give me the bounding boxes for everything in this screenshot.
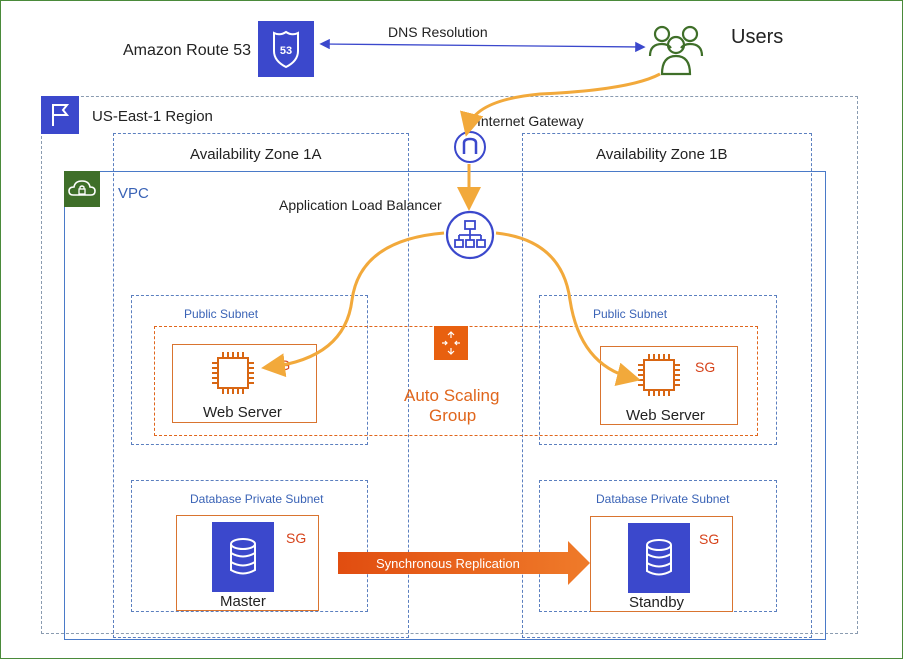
database-subnet-a-label: Database Private Subnet (190, 492, 324, 506)
route53-label: Amazon Route 53 (123, 42, 252, 59)
availability-zone-b-label: Availability Zone 1B (596, 146, 728, 163)
users-label: Users (731, 26, 784, 48)
load-balancer-icon (444, 209, 496, 261)
database-icon (628, 523, 690, 593)
public-subnet-b (539, 295, 777, 445)
replication-label: Synchronous Replication (376, 556, 520, 571)
route53-badge: 53 (280, 45, 292, 57)
web-server-a-label: Web Server (203, 404, 282, 421)
public-subnet-a (131, 295, 368, 445)
region-box (41, 96, 858, 634)
standby-db-box (590, 516, 733, 612)
database-icon (212, 522, 274, 592)
region-label: US-East-1 Region (92, 108, 213, 125)
availability-zone-a (113, 133, 409, 638)
vpc-cloud-icon (64, 171, 100, 207)
auto-scaling-label-line1: Auto Scaling (404, 386, 500, 405)
public-subnet-b-label: Public Subnet (593, 307, 668, 321)
database-subnet-b-label: Database Private Subnet (596, 492, 730, 506)
standby-db-label: Standby (629, 594, 685, 611)
web-server-b-box (600, 346, 738, 425)
alb-label: Application Load Balancer (279, 197, 442, 213)
availability-zone-a-label: Availability Zone 1A (190, 146, 322, 163)
region-flag-icon (41, 96, 79, 134)
auto-scaling-label-line2: Group (429, 406, 477, 425)
master-db-sg: SG (286, 530, 307, 546)
availability-zone-b (522, 133, 812, 638)
master-db-label: Master (220, 593, 266, 610)
database-subnet-a (131, 480, 368, 612)
public-subnet-a-label: Public Subnet (184, 307, 259, 321)
auto-scaling-icon (434, 326, 468, 360)
dns-label: DNS Resolution (388, 24, 488, 40)
users-icon (648, 22, 704, 76)
vpc-label: VPC (118, 185, 149, 202)
web-server-b-label: Web Server (626, 407, 705, 424)
master-db-box (176, 515, 319, 611)
ec2-chip-icon (634, 350, 684, 400)
route53-shield-icon: 53 (258, 21, 314, 77)
internet-gateway-label: Internet Gateway (477, 113, 584, 129)
standby-db-sg: SG (699, 531, 720, 547)
web-server-a-box (172, 344, 317, 423)
web-server-b-sg: SG (695, 359, 716, 375)
ec2-chip-icon (208, 348, 258, 398)
vpc-box (64, 171, 826, 640)
